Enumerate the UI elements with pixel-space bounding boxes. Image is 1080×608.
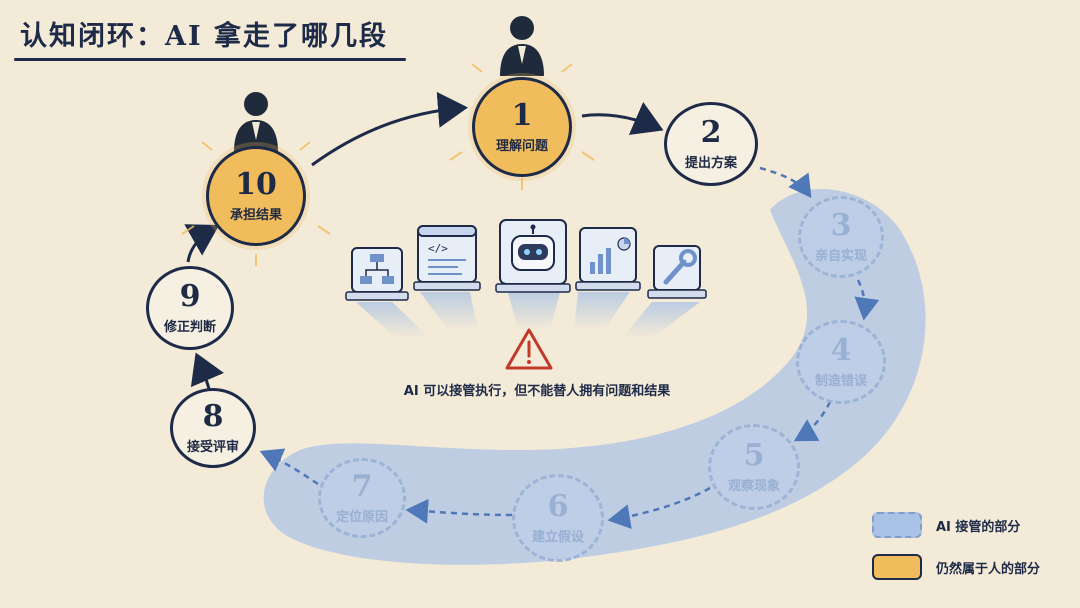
warning-text: AI 可以接管执行，但不能替人拥有问题和结果	[403, 384, 671, 399]
beam-wrench	[622, 302, 700, 338]
robot-icon	[495, 219, 571, 293]
title-underline	[14, 58, 406, 61]
step-number: 3	[830, 207, 852, 243]
step-node-8: 8 接受评审	[170, 388, 256, 468]
beam-robot	[508, 292, 560, 330]
step-label: 制造错误	[814, 373, 867, 389]
arrow-9-to-10	[184, 224, 220, 263]
flowchart-icon	[345, 247, 409, 301]
step-label: 接受评审	[186, 439, 239, 455]
legend-label: 仍然属于人的部分	[936, 561, 1041, 577]
svg-text:</>: </>	[428, 242, 448, 255]
arrow-8-to-9	[190, 352, 224, 393]
dashboard-chart-icon	[575, 227, 641, 291]
step-number: 5	[743, 437, 765, 473]
legend-item-human: 仍然属于人的部分	[872, 554, 1040, 580]
beam-code	[420, 292, 478, 330]
step-number: 9	[179, 278, 201, 314]
arrow-7-to-8	[259, 448, 319, 486]
step-label: 承担结果	[229, 207, 282, 223]
step-node-1: 1 理解问题	[472, 77, 572, 177]
step-node-5: 5 观察现象	[708, 424, 800, 510]
step-label: 修正判断	[163, 319, 216, 335]
person-icon-node-1	[500, 16, 544, 76]
step-number: 4	[830, 332, 852, 368]
arrow-4-to-5	[793, 401, 832, 442]
warning-triangle-icon	[505, 328, 553, 370]
arrow-5-to-6	[607, 486, 711, 530]
step-label: 定位原因	[335, 509, 388, 525]
step-node-6: 6 建立假设	[512, 474, 604, 562]
legend-label: AI 接管的部分	[936, 519, 1021, 535]
step-number: 8	[202, 398, 224, 434]
step-number: 10	[235, 166, 277, 202]
arrow-6-to-7	[405, 498, 513, 524]
step-number: 6	[547, 488, 569, 524]
arrow-1-to-2	[581, 101, 664, 135]
step-number: 1	[511, 97, 533, 133]
step-label: 提出方案	[684, 155, 737, 171]
legend-item-ai: AI 接管的部分	[872, 512, 1040, 538]
arrow-10-to-1	[311, 91, 468, 167]
wrench-icon	[647, 245, 707, 299]
legend-swatch-ai	[872, 512, 922, 538]
step-node-3: 3 亲自实现	[798, 196, 884, 278]
step-number: 7	[351, 468, 373, 504]
beam-flowchart	[356, 302, 430, 338]
beam-chart	[574, 292, 630, 330]
step-label: 理解问题	[495, 138, 548, 154]
step-node-2: 2 提出方案	[664, 102, 758, 186]
page-title: 认知闭环：AI 拿走了哪几段	[20, 21, 388, 52]
arrow-3-to-4	[854, 279, 880, 321]
step-label: 亲自实现	[814, 248, 867, 264]
step-label: 观察现象	[727, 478, 780, 494]
step-node-7: 7 定位原因	[318, 458, 406, 538]
person-icon-node-10	[234, 92, 278, 152]
step-node-4: 4 制造错误	[796, 320, 886, 404]
step-number: 2	[700, 114, 722, 150]
legend-swatch-human	[872, 554, 922, 580]
legend: AI 接管的部分 仍然属于人的部分	[872, 512, 1040, 596]
step-label: 建立假设	[531, 529, 584, 545]
code-editor-icon: </>	[413, 225, 481, 291]
step-node-10: 10 承担结果	[206, 146, 306, 246]
step-node-9: 9 修正判断	[146, 266, 234, 350]
